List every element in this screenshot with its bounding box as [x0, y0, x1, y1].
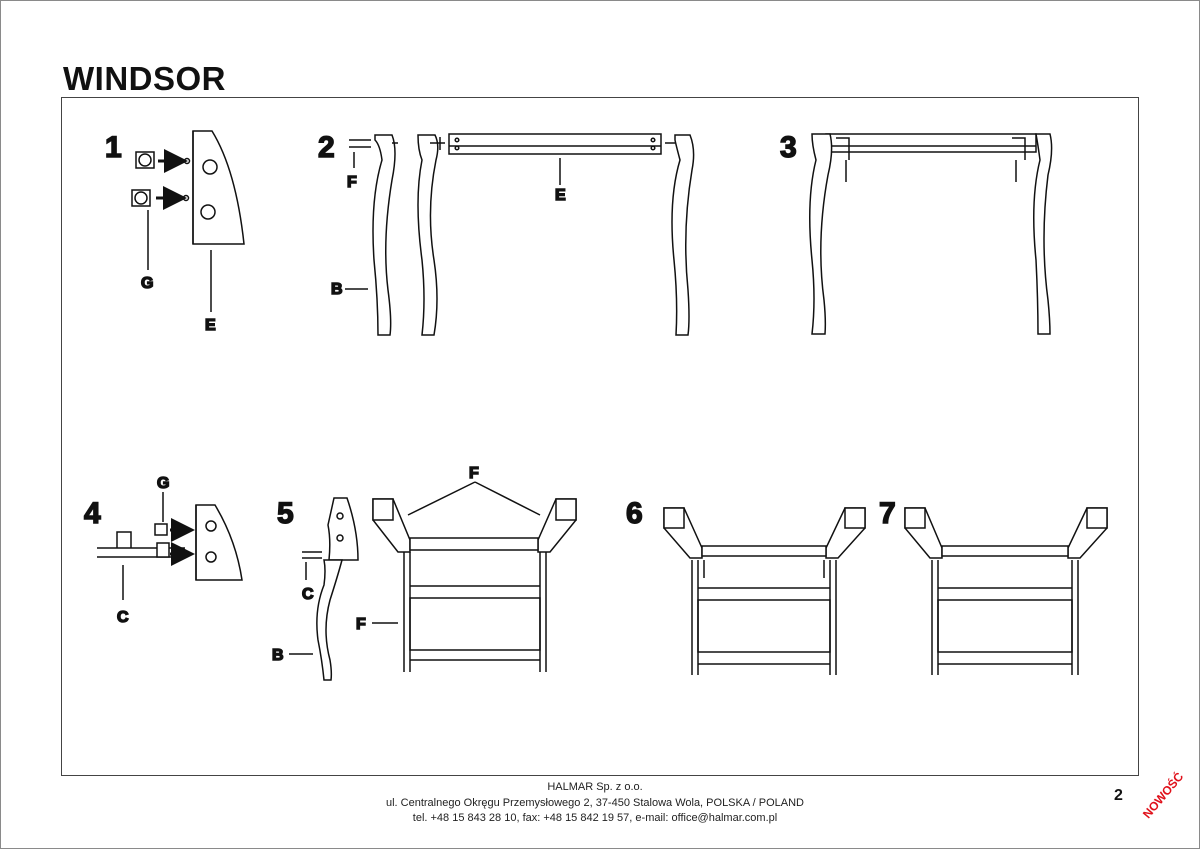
- page-number: 2: [1114, 787, 1123, 804]
- step-2-figure: 2 F B E: [317, 130, 695, 336]
- footer-contact: tel. +48 15 843 28 10, fax: +48 15 842 1…: [412, 812, 778, 824]
- step-2-label-e: E: [555, 187, 566, 204]
- step-3-number: 3: [780, 131, 797, 164]
- step-2-label-f: F: [347, 174, 357, 191]
- step-1-label-g: G: [141, 275, 153, 292]
- step-1-label-e: E: [205, 317, 216, 334]
- footer-company: HALMAR Sp. z o.o.: [547, 781, 643, 793]
- step-7-figure: 7: [878, 496, 1108, 675]
- step-1-figure: 1 G E: [104, 130, 245, 335]
- step-6-figure: 6: [625, 496, 866, 675]
- step-4-label-g: G: [157, 475, 169, 492]
- step-5-figure: 5 C B F F: [271, 464, 577, 681]
- step-4-label-c: C: [117, 609, 129, 626]
- step-3-figure: 3: [779, 130, 1053, 335]
- step-5-label-b: B: [272, 647, 284, 664]
- step-5-number: 5: [277, 497, 294, 530]
- step-5-label-c: F: [356, 616, 366, 633]
- drawing-frame: [61, 97, 1139, 776]
- step-6-number: 6: [626, 497, 643, 530]
- footer-address: ul. Centralnego Okręgu Przemysłowego 2, …: [385, 796, 804, 809]
- step-5-label-f-top: F: [469, 465, 479, 482]
- step-2-number: 2: [318, 131, 335, 164]
- step-4-figure: 4 G C: [83, 474, 243, 627]
- document-title: WINDSOR: [63, 60, 226, 97]
- step-5-label-f-left: C: [302, 586, 314, 603]
- step-4-number: 4: [84, 497, 101, 530]
- step-2-label-b: B: [331, 281, 343, 298]
- step-7-number: 7: [879, 497, 896, 530]
- footer: HALMAR Sp. z o.o. ul. Centralnego Okręgu…: [345, 780, 845, 827]
- step-1-number: 1: [105, 131, 122, 164]
